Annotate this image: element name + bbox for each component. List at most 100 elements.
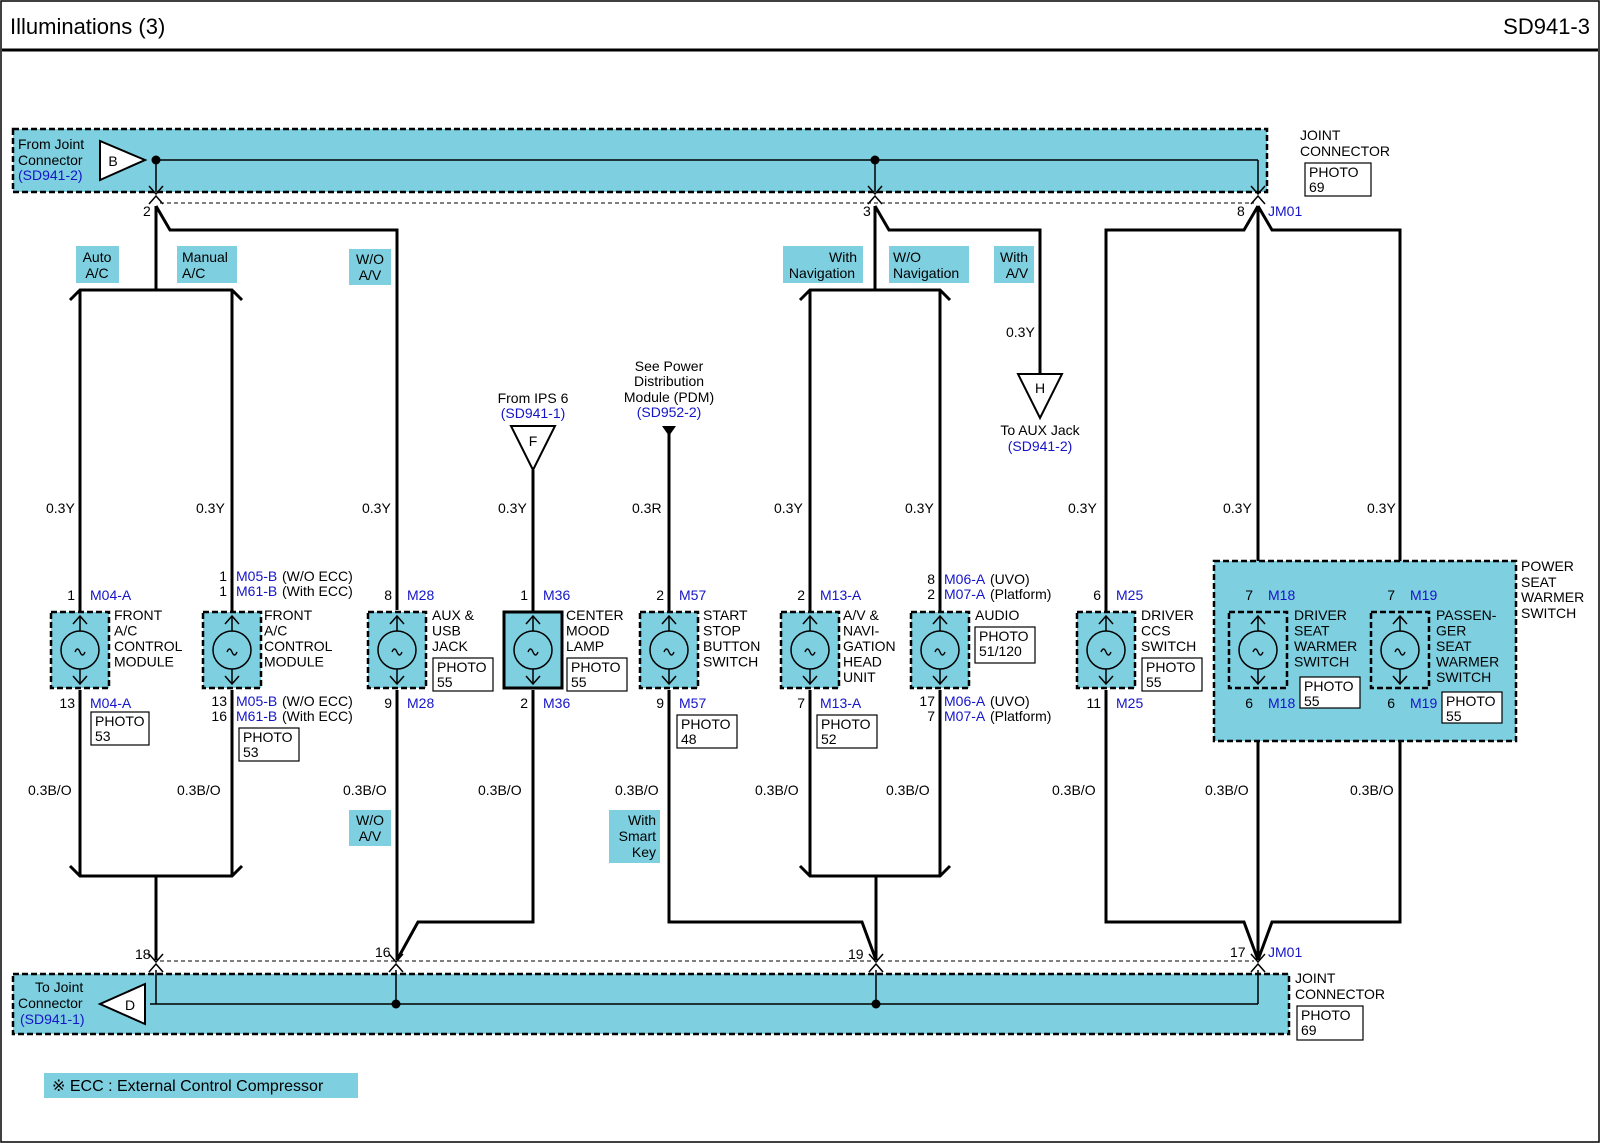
connector-id: M13-A	[820, 695, 862, 711]
filament-icon	[1100, 648, 1112, 656]
connector-id: M07-A	[944, 586, 986, 602]
component-name: DRIVER	[1141, 607, 1194, 623]
connector-id: M13-A	[820, 587, 862, 603]
pin-number: 7	[1387, 587, 1395, 603]
component-name: WARMER	[1294, 638, 1357, 654]
photo-ref-number: 53	[243, 744, 259, 760]
pin-number: 2	[520, 695, 528, 711]
footnote: ※ ECC : External Control Compressor	[52, 1078, 324, 1095]
pin-number: 16	[211, 708, 227, 724]
arrow-down-icon	[662, 426, 676, 436]
condition-badge	[76, 246, 119, 283]
condition-text: With	[628, 812, 656, 828]
photo-ref-number: 52	[821, 731, 837, 747]
photo-ref-number: 55	[1146, 674, 1162, 690]
diagram-code: SD941-3	[1503, 14, 1590, 39]
wire-size: 0.3Y	[774, 500, 803, 516]
photo-ref-label: PHOTO	[437, 659, 487, 675]
component-name: SWITCH	[1294, 654, 1349, 670]
wire-size: 0.3Y	[1068, 500, 1097, 516]
condition-text: With	[1000, 249, 1028, 265]
pin-number: 9	[656, 695, 664, 711]
component-name: A/V &	[843, 607, 879, 623]
connector-note: (UVO)	[990, 571, 1030, 587]
bottom-joint-connector: D To Joint Connector (SD941-1) 18 16 19 …	[11, 944, 1385, 1041]
filament-icon	[804, 648, 816, 656]
photo-ref-label: PHOTO	[95, 713, 145, 729]
component-name: BUTTON	[703, 638, 760, 654]
photo-ref-number: 51/120	[979, 643, 1022, 659]
component-name: SWITCH	[1141, 638, 1196, 654]
pdm-label: See Power	[635, 358, 704, 374]
ips-ref-link[interactable]: (SD941-1)	[501, 405, 566, 421]
condition-badge	[349, 249, 391, 285]
page-title: Illuminations (3)	[10, 14, 165, 39]
photo-ref-number: 53	[95, 728, 111, 744]
photo-ref-box	[816, 714, 878, 749]
pin-number: 11	[1086, 695, 1101, 711]
connector-id: M28	[407, 587, 434, 603]
component-name: MODULE	[114, 654, 174, 670]
condition-text: A/C	[85, 265, 108, 281]
joint-connector-label: JOINT	[1300, 127, 1341, 143]
component-name: LAMP	[566, 638, 604, 654]
photo-ref-label: PHOTO	[1146, 659, 1196, 675]
connector-note: (With ECC)	[282, 708, 353, 724]
connector-id: M28	[407, 695, 434, 711]
component-name: SWITCH	[703, 654, 758, 670]
pdm-ref-link[interactable]: (SD952-2)	[637, 404, 702, 420]
component-name: CONTROL	[114, 638, 183, 654]
wire-size: 0.3Y	[905, 500, 934, 516]
component-name: FRONT	[264, 607, 313, 623]
pdm-reference: See Power Distribution Module (PDM) (SD9…	[624, 358, 714, 436]
photo-ref-number: 48	[681, 731, 697, 747]
wire-size: 0.3B/O	[1350, 782, 1394, 798]
condition-badge	[994, 246, 1034, 283]
photo-ref-label: PHOTO	[243, 729, 293, 745]
connector-id: M05-B	[236, 568, 277, 584]
pin-number: 8	[1237, 203, 1245, 219]
aux-reference: H To AUX Jack (SD941-2)	[1000, 373, 1081, 454]
condition-text: A/C	[182, 265, 205, 281]
pin-number: 1	[219, 583, 227, 599]
component-name: GER	[1436, 623, 1466, 639]
pin-number: 1	[219, 568, 227, 584]
connector-f-triangle	[509, 425, 557, 473]
pin-number: 7	[797, 695, 805, 711]
connector-b-letter: B	[108, 153, 117, 169]
from-joint-label: Connector	[18, 152, 83, 168]
connector-h-letter: H	[1035, 380, 1045, 396]
pin-number: 19	[848, 946, 864, 962]
connector-id: M07-A	[944, 708, 986, 724]
aux-label: To AUX Jack	[1000, 422, 1080, 438]
aux-ref-link[interactable]: (SD941-2)	[1008, 438, 1073, 454]
photo-ref-number: 55	[1304, 693, 1320, 709]
joint-connector-label: CONNECTOR	[1300, 143, 1390, 159]
connector-id: JM01	[1268, 203, 1302, 219]
wire-size: 0.3B/O	[615, 782, 659, 798]
filament-icon	[934, 648, 946, 656]
wire-size: 0.3B/O	[886, 782, 930, 798]
photo-ref-label: PHOTO	[1301, 1007, 1351, 1023]
connector-note: (W/O ECC)	[282, 568, 353, 584]
condition-badge	[177, 246, 237, 283]
from-joint-label: From Joint	[18, 136, 84, 152]
from-joint-ref-link[interactable]: (SD941-2)	[18, 167, 83, 183]
condition-text: W/O	[356, 251, 384, 267]
component-name: SWITCH	[1436, 669, 1491, 685]
wire-size: 0.3B/O	[177, 782, 221, 798]
pin-number: 2	[656, 587, 664, 603]
pin-number: 2	[927, 586, 935, 602]
filament-icon	[391, 648, 403, 656]
to-joint-ref-link[interactable]: (SD941-1)	[20, 1011, 85, 1027]
pin-number: 6	[1387, 695, 1395, 711]
group-label: POWER	[1521, 558, 1574, 574]
pin-number: 18	[135, 946, 151, 962]
component-name: NAVI-	[843, 623, 880, 639]
connector-id: M06-A	[944, 693, 986, 709]
connector-id: M19	[1410, 587, 1437, 603]
pin-number: 6	[1245, 695, 1253, 711]
